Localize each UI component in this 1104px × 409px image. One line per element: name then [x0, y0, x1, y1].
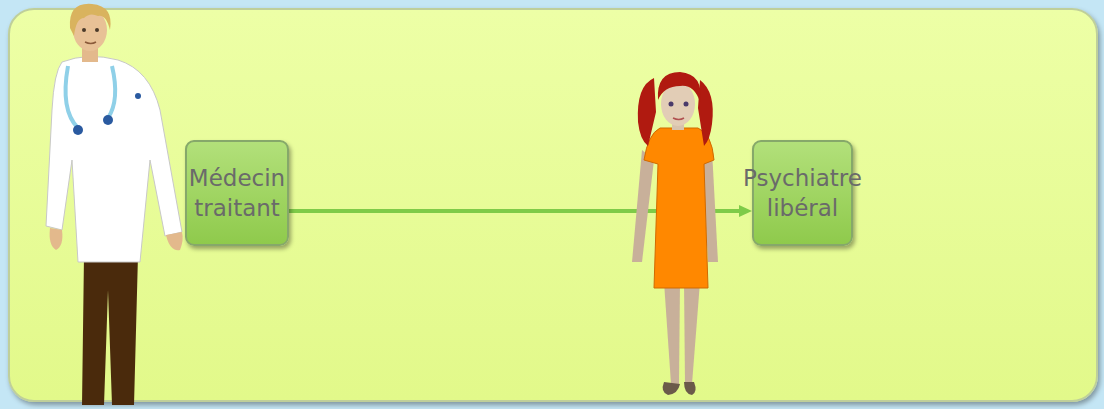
- psychiatrist-figure: [632, 72, 718, 395]
- box-label: Psychiatre libéral: [743, 163, 862, 223]
- box-label: Médecin traitant: [189, 163, 285, 223]
- doctor-figure: [46, 4, 183, 405]
- process-box: Psychiatre libéral: [752, 140, 853, 246]
- process-box: Médecin traitant: [185, 140, 289, 246]
